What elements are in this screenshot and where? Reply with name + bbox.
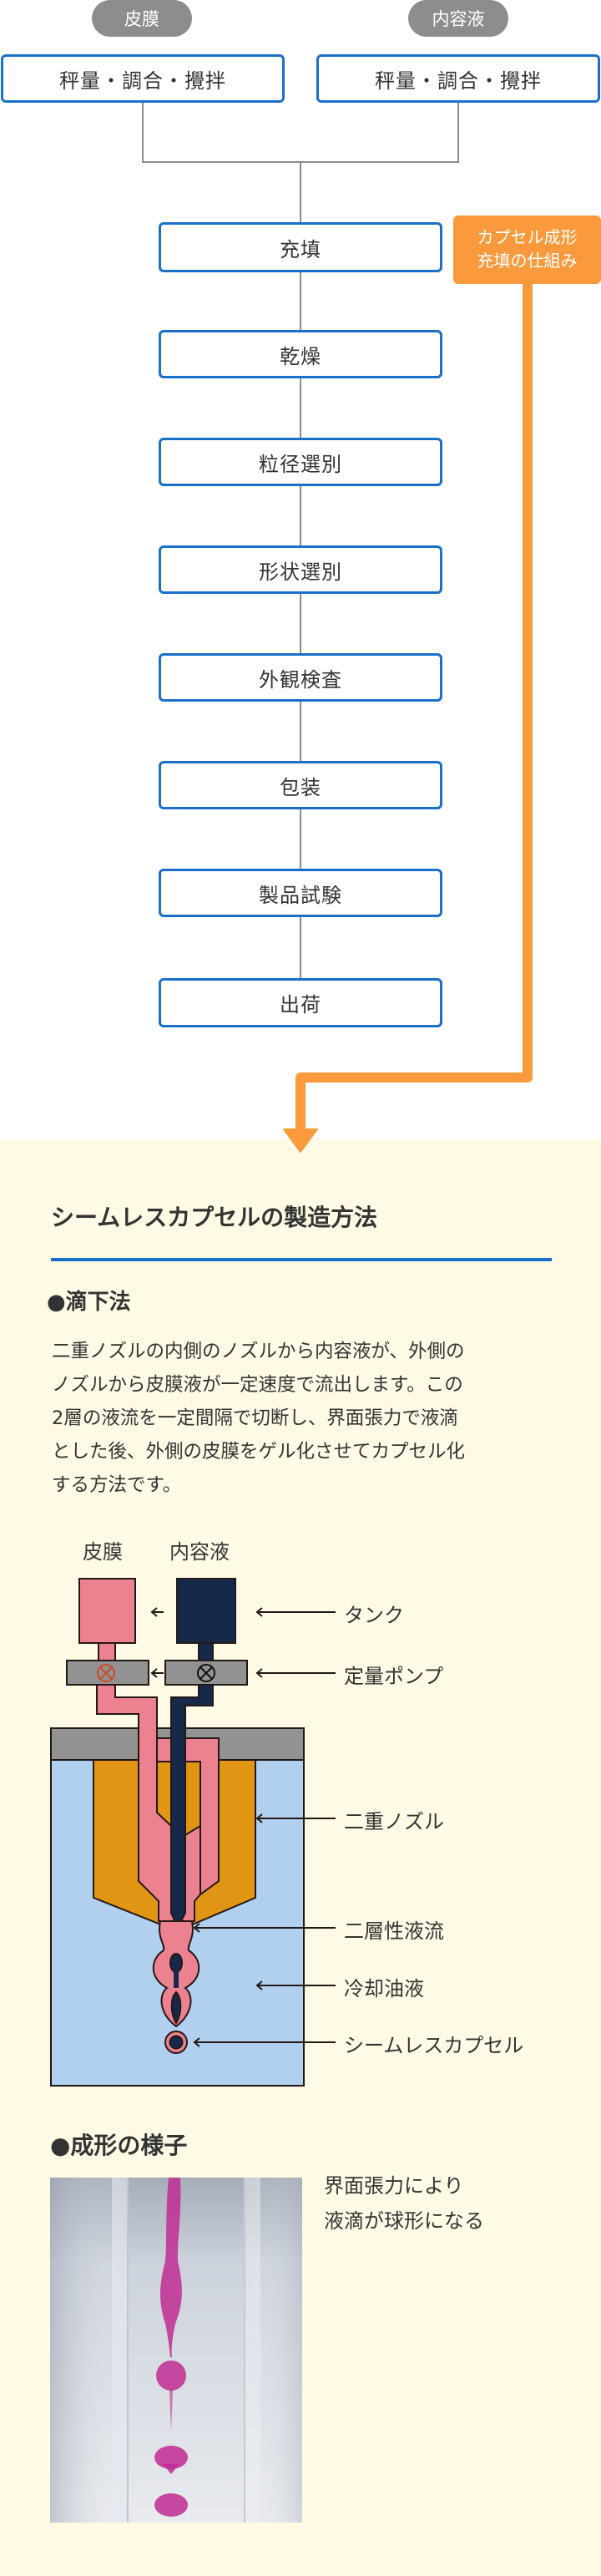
step-drying: 乾燥 (159, 330, 442, 378)
capsule-forming-callout[interactable]: カプセル成形 充填の仕組み (453, 216, 601, 284)
shell-input-pill: 皮膜 (92, 0, 192, 37)
label-two-layer-flow: 二層性液流 (344, 1919, 444, 1943)
step-size-sorting: 粒径選別 (159, 438, 442, 486)
description-line: 二重ノズルの内側のノズルから内容液が、外側の (52, 1341, 465, 1362)
label-tank: タンク (344, 1604, 404, 1627)
label-cooling-oil: 冷却油液 (344, 1977, 424, 2000)
callout-line-1: カプセル成形 (477, 227, 578, 247)
diagram-shell-label: 皮膜 (83, 1540, 123, 1564)
label-metering-pump: 定量ポンプ (344, 1665, 444, 1688)
connector-line (457, 103, 459, 163)
description-line: ノズルから皮膜液が一定速度で流出します。この (52, 1374, 463, 1396)
shell-weighing-step: 秤量・調合・攪拌 (1, 54, 285, 103)
description-line: とした後、外側の皮膜をゲル化させてカプセル化 (52, 1441, 466, 1463)
content-input-pill: 内容液 (408, 0, 508, 37)
content-weighing-step: 秤量・調合・攪拌 (316, 54, 600, 103)
step-product-testing: 製品試験 (159, 869, 442, 917)
method-description: 二重ノズルの内側のノズルから内容液が、外側の ノズルから皮膜液が一定速度で流出し… (52, 1335, 553, 1502)
description-line: 2層の液流を一定間隔で切断し、界面張力で液滴 (52, 1407, 458, 1429)
dropping-method-heading: ●滴下法 (47, 1290, 131, 1315)
description-line: する方法です。 (52, 1474, 182, 1496)
section-title-underline (51, 1258, 552, 1261)
valve-icon (97, 1664, 215, 1682)
seamless-capsule-diagram (50, 1578, 336, 2087)
caption-line-2: 液滴が球形になる (324, 2209, 484, 2233)
forming-photo (50, 2178, 302, 2523)
section-title: シームレスカプセルの製造方法 (51, 1204, 378, 1231)
orange-arrow-path-icon (283, 277, 533, 1153)
connector-line (142, 103, 144, 163)
forming-heading: ●成形の様子 (50, 2132, 188, 2159)
pointer-arrows (150, 1607, 336, 2047)
label-seamless-capsule: シームレスカプセル (344, 2034, 524, 2057)
step-shipping: 出荷 (159, 978, 442, 1027)
step-filling: 充填 (159, 222, 442, 272)
caption-line-1: 界面張力により (324, 2174, 464, 2198)
label-double-nozzle: 二重ノズル (344, 1810, 444, 1833)
forming-caption: 界面張力により 液滴が球形になる (324, 2168, 484, 2239)
step-visual-inspection: 外観検査 (159, 653, 442, 702)
step-shape-sorting: 形状選別 (159, 545, 442, 594)
callout-line-2: 充填の仕組み (477, 251, 578, 271)
step-packaging: 包装 (159, 761, 442, 809)
diagram-content-label: 内容液 (169, 1540, 230, 1564)
